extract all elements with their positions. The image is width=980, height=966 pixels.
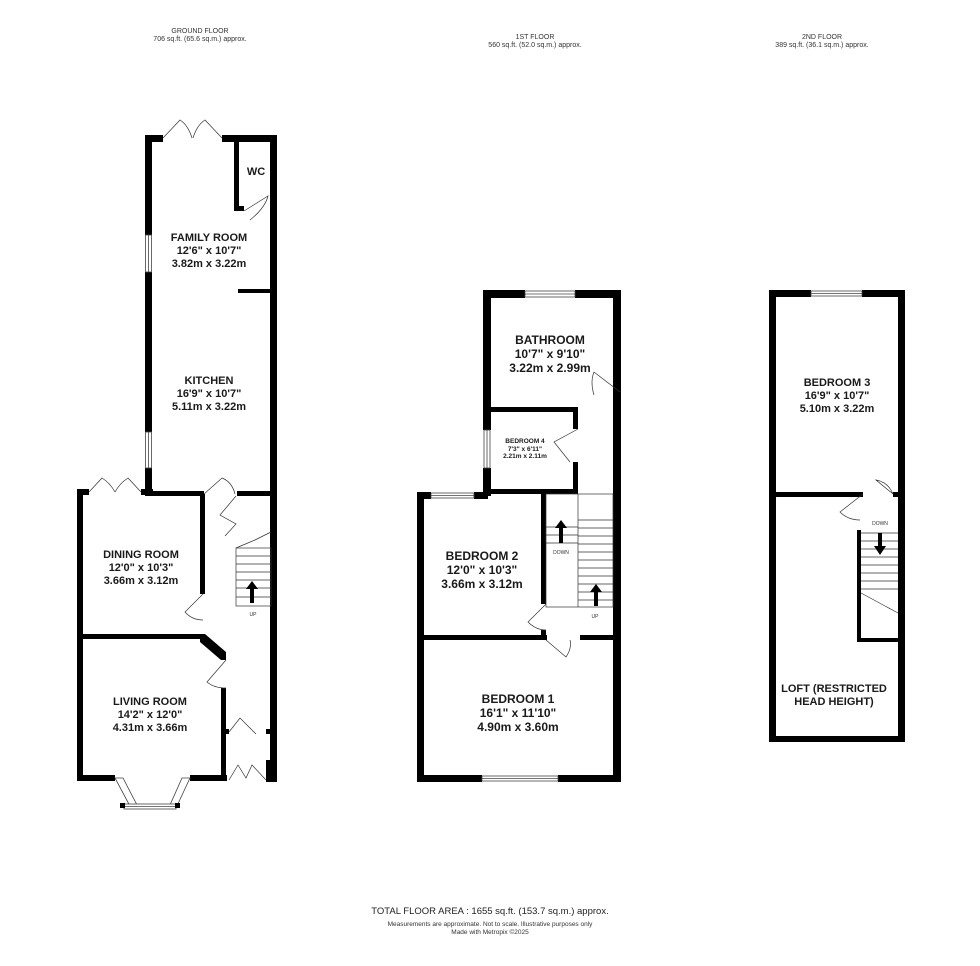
room-name: BATHROOM	[515, 333, 585, 347]
ground-floor-walls	[77, 135, 277, 782]
room-name: BEDROOM 2	[445, 549, 519, 563]
room-wc: WC	[247, 166, 265, 179]
room-name: WC	[246, 166, 266, 178]
room-dims-imperial: 16'9" x 10'7"	[804, 390, 870, 402]
room-dims-metric: 4.31m x 3.66m	[112, 722, 188, 734]
room-name: BEDROOM 3	[803, 377, 871, 389]
room-dims-imperial: 12'0" x 10'3"	[446, 563, 518, 577]
floor-area: 560 sq.ft. (52.0 sq.m.) approx.	[488, 42, 582, 49]
room-dims-imperial: 16'1" x 11'10"	[479, 706, 557, 720]
floor-header-second: 2ND FLOOR 389 sq.ft. (36.1 sq.m.) approx…	[742, 34, 902, 50]
room-bedroom-1: BEDROOM 1 16'1" x 11'10" 4.90m x 3.60m	[477, 692, 558, 734]
room-name: BEDROOM 1	[481, 692, 555, 706]
room-dims-imperial: 14'2" x 12'0"	[117, 709, 183, 721]
stair-label-up: UP	[591, 614, 599, 620]
total-floor-area: TOTAL FLOOR AREA : 1655 sq.ft. (153.7 sq…	[371, 906, 609, 917]
room-dining-room: DINING ROOM 12'0" x 10'3" 3.66m x 3.12m	[103, 549, 179, 588]
room-dims-metric: 3.66m x 3.12m	[441, 577, 523, 591]
windows	[114, 234, 863, 810]
room-dims-imperial: 12'6" x 10'7"	[176, 245, 242, 257]
room-dims-imperial: 12'0" x 10'3"	[108, 562, 174, 574]
room-dims-metric: 3.22m x 2.99m	[509, 361, 591, 375]
room-name: LOFT (RESTRICTED	[781, 683, 887, 695]
room-dims-imperial: 10'7" x 9'10"	[514, 347, 586, 361]
floor-title: GROUND FLOOR	[171, 28, 229, 35]
room-dims-metric: 3.82m x 3.22m	[171, 258, 247, 270]
room-bathroom: BATHROOM 10'7" x 9'10" 3.22m x 2.99m	[509, 333, 590, 375]
room-dims-imperial: 16'9" x 10'7"	[176, 388, 242, 400]
stair-label-up: UP	[249, 612, 257, 618]
room-loft: LOFT (RESTRICTED HEAD HEIGHT)	[781, 683, 887, 709]
room-note: HEAD HEIGHT)	[794, 696, 874, 708]
credit: Made with Metropix ©2025	[451, 929, 529, 936]
floor-header-ground: GROUND FLOOR 706 sq.ft. (65.6 sq.m.) app…	[120, 28, 280, 44]
room-name: KITCHEN	[184, 375, 234, 387]
room-family-room: FAMILY ROOM 12'6" x 10'7" 3.82m x 3.22m	[171, 232, 247, 271]
room-dims-metric: 5.10m x 3.22m	[799, 403, 875, 415]
floor-area: 389 sq.ft. (36.1 sq.m.) approx.	[775, 42, 869, 49]
room-dims-metric: 5.11m x 3.22m	[171, 401, 247, 413]
footer: TOTAL FLOOR AREA : 1655 sq.ft. (153.7 sq…	[0, 906, 980, 937]
floor-title: 1ST FLOOR	[515, 34, 555, 41]
room-name: FAMILY ROOM	[170, 232, 248, 244]
room-bedroom-3: BEDROOM 3 16'9" x 10'7" 5.10m x 3.22m	[800, 377, 875, 416]
room-bedroom-2: BEDROOM 2 12'0" x 10'3" 3.66m x 3.12m	[441, 549, 522, 591]
room-dims-metric: 4.90m x 3.60m	[477, 720, 559, 734]
room-bedroom-4: BEDROOM 4 7'3" x 6'11" 2.21m x 2.11m	[503, 438, 547, 461]
second-floor-walls	[769, 290, 905, 742]
stair-arrows	[246, 520, 886, 606]
room-name: DINING ROOM	[103, 549, 179, 561]
floor-header-first: 1ST FLOOR 560 sq.ft. (52.0 sq.m.) approx…	[455, 34, 615, 50]
room-dims-metric: 2.21m x 2.11m	[503, 453, 547, 460]
room-living-room: LIVING ROOM 14'2" x 12'0" 4.31m x 3.66m	[113, 696, 188, 735]
stair-label-down: DOWN	[553, 550, 569, 556]
first-floor-walls	[417, 290, 621, 782]
room-name: LIVING ROOM	[113, 696, 187, 708]
stair-label-down: DOWN	[872, 521, 888, 527]
floor-area: 706 sq.ft. (65.6 sq.m.) approx.	[153, 36, 247, 43]
floor-title: 2ND FLOOR	[801, 34, 843, 41]
room-dims-imperial: 7'3" x 6'11"	[507, 445, 543, 453]
doors	[88, 119, 894, 781]
room-kitchen: KITCHEN 16'9" x 10'7" 5.11m x 3.22m	[172, 375, 246, 414]
room-dims-metric: 3.66m x 3.12m	[103, 575, 179, 587]
disclaimer: Measurements are approximate. Not to sca…	[387, 921, 593, 928]
room-name: BEDROOM 4	[505, 438, 545, 445]
